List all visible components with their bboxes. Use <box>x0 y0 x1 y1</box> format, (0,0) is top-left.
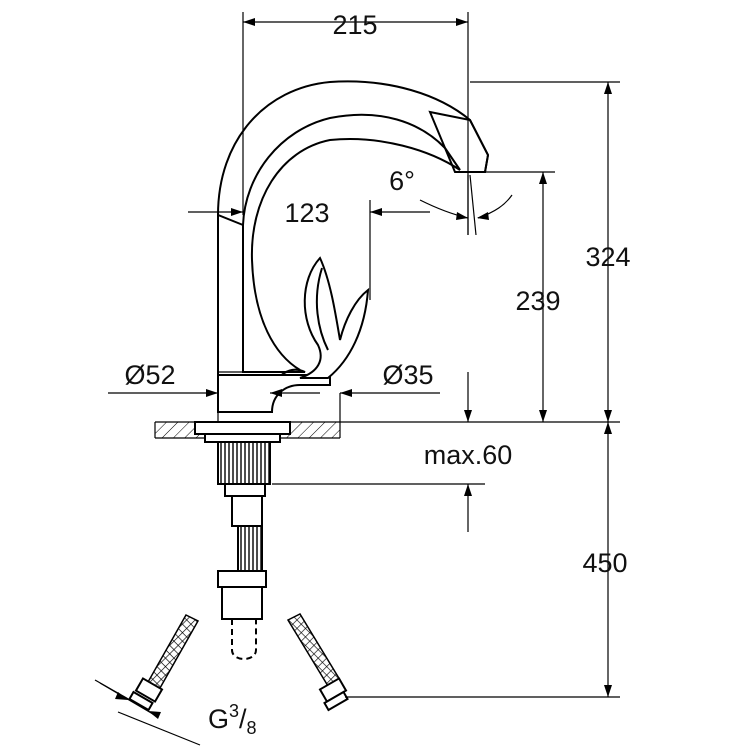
dim-below-counter-label: 450 <box>582 548 627 578</box>
mounting-assembly <box>194 421 291 660</box>
lever-inner-line <box>315 267 329 351</box>
dim-spout-clearance <box>188 200 430 300</box>
dim-total-height-label: 324 <box>585 242 630 272</box>
dim-connection-thread <box>94 679 201 746</box>
dim-hole-diameter-label: Ø35 <box>382 360 433 390</box>
dim-spout-angle-label: 6° <box>389 166 415 196</box>
hose-right <box>286 613 349 712</box>
hose-left <box>128 614 200 712</box>
dim-total-height <box>470 81 620 422</box>
dim-below-counter <box>345 422 620 698</box>
dim-base-diameter <box>108 380 320 422</box>
dim-spout-clearance-label: 123 <box>284 198 329 228</box>
spout-outer-outline <box>217 80 490 216</box>
dim-base-diameter-label: Ø52 <box>124 360 175 390</box>
faucet-body <box>217 80 490 413</box>
lever-handle <box>299 256 370 379</box>
dim-counter-thickness <box>272 372 485 532</box>
spout-inner-curve <box>250 138 461 371</box>
dim-hole-diameter <box>339 389 440 438</box>
dim-spout-height <box>480 171 555 422</box>
dim-connection-thread-label: G3/8 <box>208 701 257 738</box>
dim-spout-height-label: 239 <box>515 286 560 316</box>
dim-counter-thickness-label: max.60 <box>424 440 513 470</box>
dim-spout-angle <box>419 174 513 236</box>
dim-spout-reach-label: 215 <box>332 10 377 40</box>
spout-inner-outline <box>242 113 446 226</box>
